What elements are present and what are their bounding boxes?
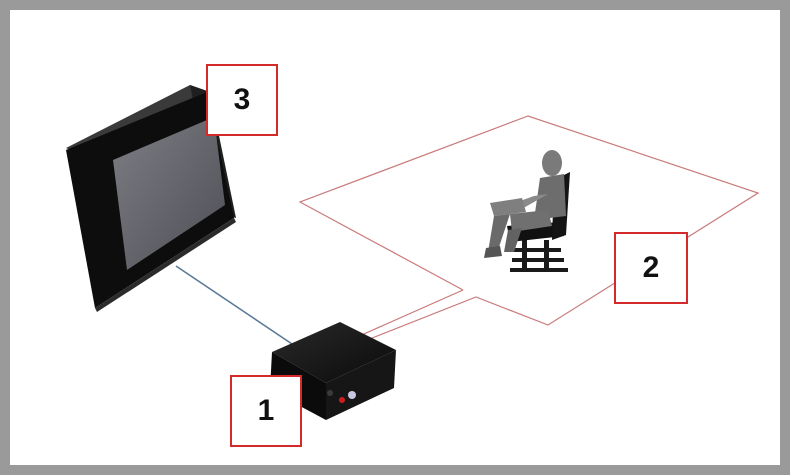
monitor-cable — [175, 265, 299, 349]
status-led-red — [339, 397, 345, 403]
status-led-dark — [327, 390, 333, 396]
control-box-top — [272, 322, 396, 383]
monitor-screen — [113, 117, 225, 270]
callout-3: 3 — [206, 64, 278, 136]
monitor — [66, 85, 236, 312]
zone-outline — [298, 115, 760, 341]
status-led-white — [348, 391, 356, 399]
detection-zone — [298, 115, 760, 341]
callout-2: 2 — [614, 232, 688, 304]
monitor-bottom-edge — [95, 218, 236, 312]
callout-1: 1 — [230, 375, 302, 447]
seated-person — [484, 150, 570, 272]
zone-lead — [356, 289, 464, 338]
